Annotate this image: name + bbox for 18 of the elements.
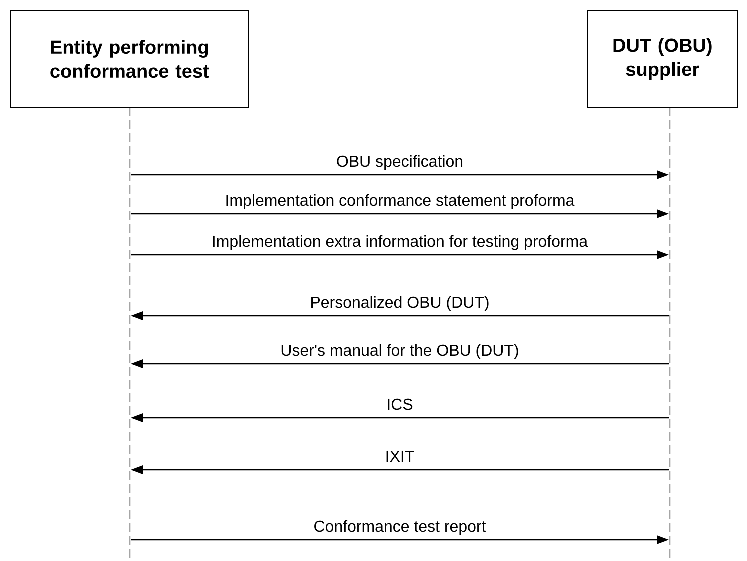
edge-label: OBU specification xyxy=(337,155,463,170)
arrow xyxy=(131,536,669,544)
participant-box: DUT (OBU) supplier xyxy=(587,10,738,108)
edge-label: User's manual for the OBU (DUT) xyxy=(282,344,518,360)
participant-box: Entity performing conformance test xyxy=(10,10,250,108)
edge-label: Implementation extra information for testing proforma xyxy=(213,235,588,250)
edge-label: Personalized OBU (DUT) xyxy=(312,296,489,312)
edge-label: ICS xyxy=(388,398,413,410)
edge-label: Conformance test report xyxy=(314,520,486,536)
arrow xyxy=(131,414,669,422)
edge-label: Implementation conformance statement proforma xyxy=(226,194,575,210)
arrow xyxy=(131,312,669,320)
arrow xyxy=(131,170,669,180)
arrow xyxy=(131,360,669,368)
edge-label: IXIT xyxy=(386,450,414,462)
arrow xyxy=(131,250,669,260)
arrow xyxy=(131,466,669,474)
arrow xyxy=(131,210,669,218)
